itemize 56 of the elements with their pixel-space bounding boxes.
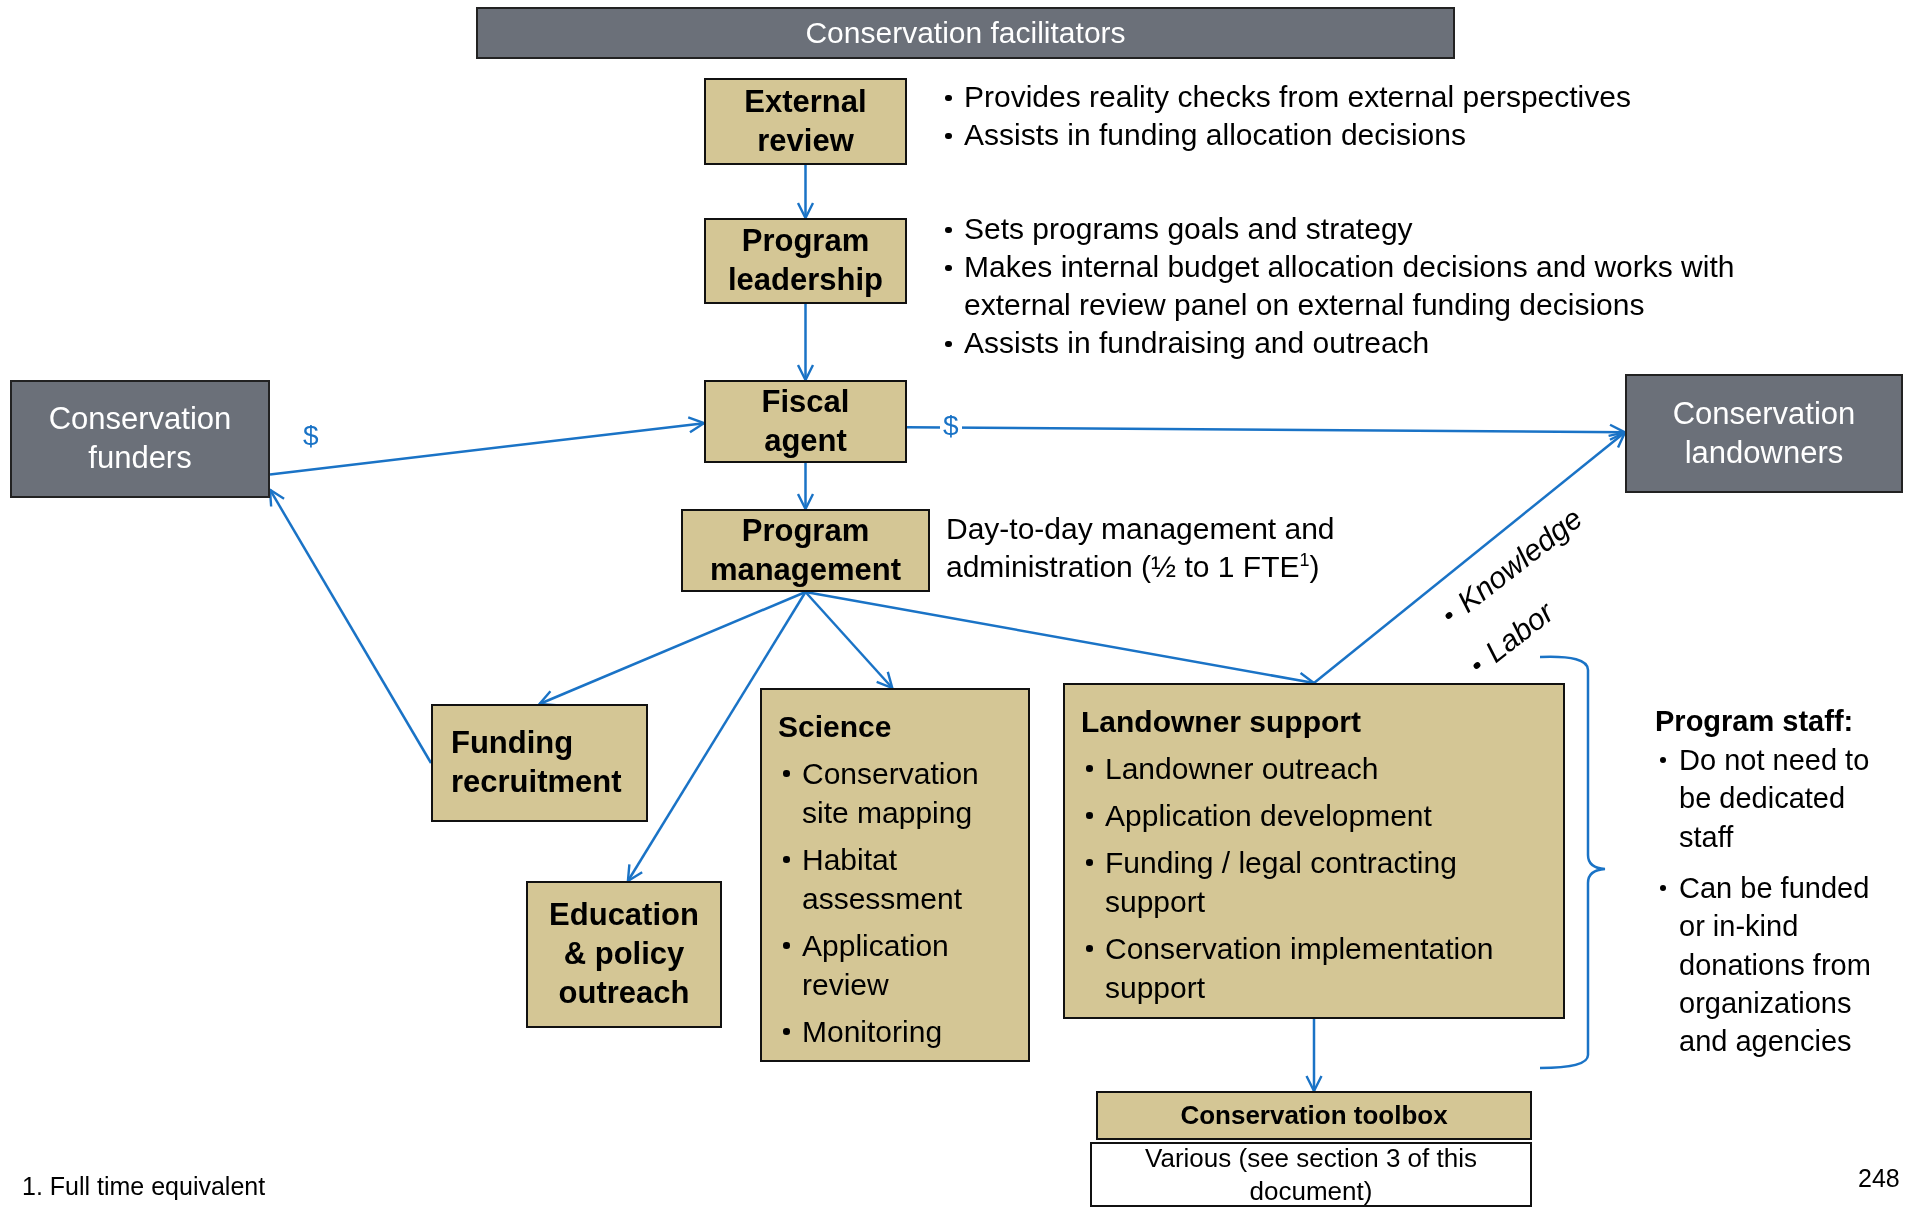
arrow xyxy=(626,591,807,883)
bullet-item: Do not need to be dedicated staff xyxy=(1679,744,1870,853)
process-box xyxy=(760,688,1030,1062)
arrow xyxy=(268,488,433,764)
box-label: Fiscal agent xyxy=(760,382,851,460)
title-bar xyxy=(1096,1091,1532,1140)
box-heading: Landowner support xyxy=(1081,704,1362,740)
bullet-item: Landowner outreach xyxy=(1105,751,1379,785)
bullet-item: Provides reality checks from external perspectives xyxy=(964,80,1631,113)
process-box xyxy=(704,78,907,165)
page-number: 248 xyxy=(1858,1163,1900,1194)
arrow xyxy=(1305,1019,1323,1093)
bullet-item: Conservation site mapping xyxy=(802,756,979,829)
box-label: Education & policy outreach xyxy=(548,896,700,1012)
box-label: Conservation facilitators xyxy=(805,15,1126,52)
actor-box xyxy=(10,380,270,498)
arrow xyxy=(796,165,815,220)
header-bar xyxy=(476,7,1455,59)
footnote: 1. Full time equivalent xyxy=(22,1171,266,1202)
bullet-item: Habitat assessment xyxy=(802,842,963,915)
bullet-item: Application development xyxy=(1105,798,1432,832)
bullet-item: Assists in fundraising and outreach xyxy=(964,326,1430,359)
box-label: Program leadership xyxy=(726,222,885,299)
process-box xyxy=(704,218,907,304)
bullet-item: Funding / legal contracting support xyxy=(1105,845,1457,918)
bullet-item: Sets programs goals and strategy xyxy=(964,212,1413,245)
bullet-item: Application review xyxy=(802,928,949,1001)
process-box xyxy=(704,380,907,463)
box-label: Conservation funders xyxy=(47,400,233,477)
box-label: Program management xyxy=(708,511,903,589)
arrow xyxy=(796,304,815,382)
box-label: Funding recruitment xyxy=(451,724,623,801)
box-label: External review xyxy=(743,82,868,160)
bullet-item: Conservation implementation support xyxy=(1105,931,1494,1004)
description-box xyxy=(1090,1142,1532,1207)
box-label: Conservation landowners xyxy=(1671,394,1857,472)
process-box xyxy=(431,704,648,822)
arrow xyxy=(1313,431,1627,684)
process-box xyxy=(681,509,930,592)
arrow xyxy=(907,423,1627,441)
box-heading: Science xyxy=(778,709,893,745)
arrow xyxy=(538,590,806,707)
arrow xyxy=(796,463,815,511)
process-box xyxy=(526,881,722,1028)
heading-text: Program staff: xyxy=(1655,704,1855,739)
box-label: Conservation toolbox xyxy=(1180,1099,1448,1132)
box-label: Various (see section 3 of this document) xyxy=(1144,1142,1478,1207)
actor-box xyxy=(1625,374,1903,493)
arrow xyxy=(804,591,894,690)
bullet-item: Makes internal budget allocation decisions and works with external review panel on external funding decisions xyxy=(964,250,1735,321)
bullet-item: Can be funded or in-kind donations from organizations and agencies xyxy=(1679,872,1871,1058)
process-box xyxy=(1063,683,1565,1019)
arrow xyxy=(269,416,706,476)
bullet-item: Monitoring xyxy=(802,1014,943,1048)
note-text: Day-to-day management and administration (½ to 1 FTE$^{1}$) xyxy=(946,511,1336,585)
bullet-item: Assists in funding allocation decisions xyxy=(964,118,1466,151)
